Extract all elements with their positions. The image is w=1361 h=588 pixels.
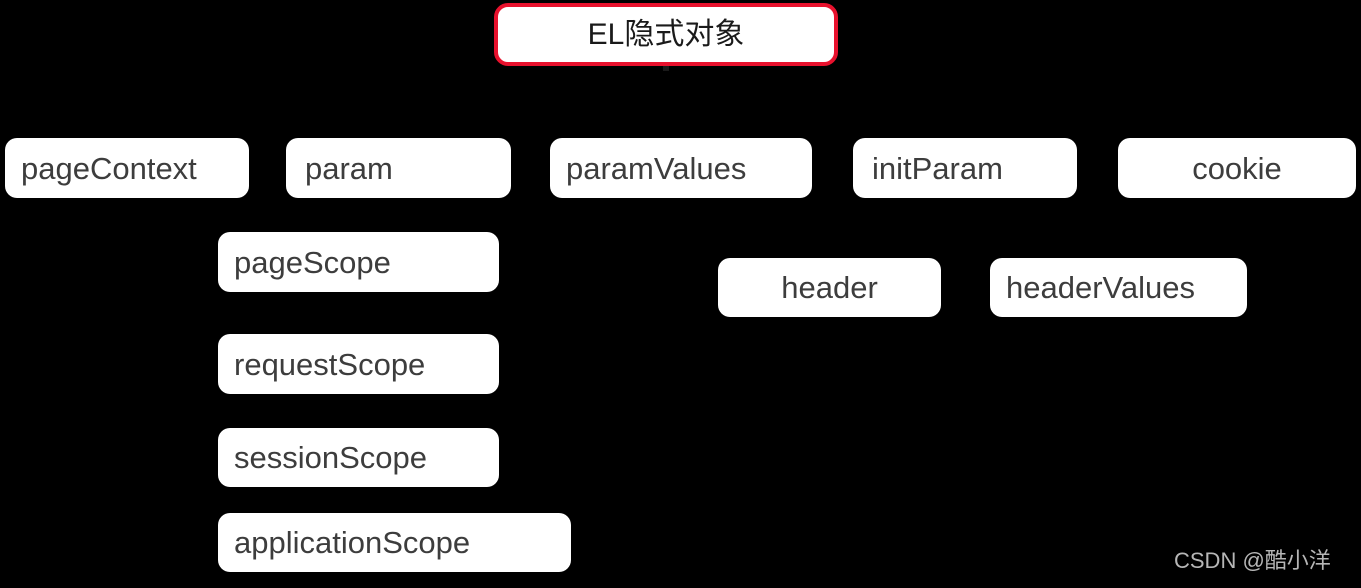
diagram-title-node: EL隐式对象	[494, 3, 838, 66]
node-sessionscope: sessionScope	[218, 428, 499, 487]
node-pagescope-label: pageScope	[234, 244, 391, 280]
node-header-label: header	[781, 270, 878, 305]
node-applicationscope: applicationScope	[218, 513, 571, 572]
node-pagecontext: pageContext	[5, 138, 249, 198]
diagram-title-label: EL隐式对象	[587, 17, 745, 51]
node-paramvalues: paramValues	[550, 138, 812, 198]
node-requestscope-label: requestScope	[234, 346, 426, 382]
node-requestscope: requestScope	[218, 334, 499, 394]
node-headervalues: headerValues	[990, 258, 1247, 317]
node-pagecontext-label: pageContext	[21, 150, 197, 186]
node-pagescope: pageScope	[218, 232, 499, 292]
csdn-watermark: CSDN @酷小洋	[1174, 548, 1331, 573]
title-connector-nub	[663, 66, 669, 71]
node-initparam-label: initParam	[872, 150, 1003, 186]
node-cookie: cookie	[1118, 138, 1356, 198]
node-param: param	[286, 138, 511, 198]
node-param-label: param	[305, 150, 393, 186]
node-paramvalues-label: paramValues	[566, 150, 747, 186]
node-applicationscope-label: applicationScope	[234, 525, 471, 560]
node-headervalues-label: headerValues	[1006, 270, 1196, 305]
node-header: header	[718, 258, 941, 317]
node-cookie-label: cookie	[1192, 150, 1282, 186]
node-sessionscope-label: sessionScope	[234, 440, 428, 475]
node-initparam: initParam	[853, 138, 1077, 198]
